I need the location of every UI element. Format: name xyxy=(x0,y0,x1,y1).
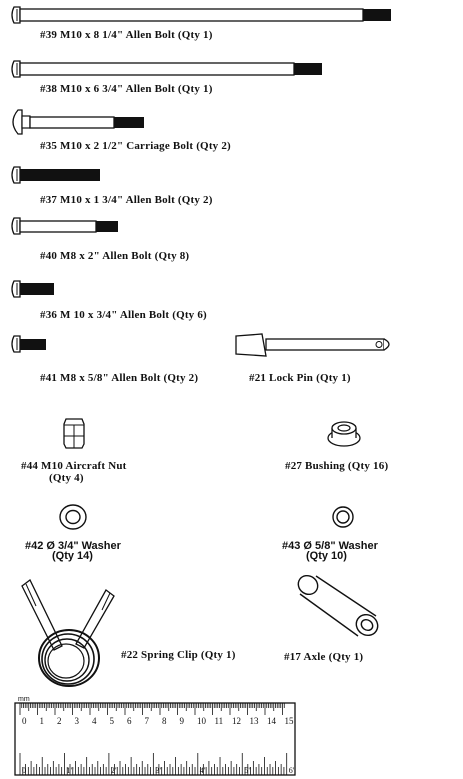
cm-label: 15 xyxy=(285,716,295,726)
part-label-43: #43 Ø 5/8" Washer xyxy=(282,540,378,552)
inch-label: 4" xyxy=(200,766,207,775)
bolt-39-icon xyxy=(11,6,391,24)
part-label-17: #17 Axle (Qty 1) xyxy=(284,651,364,663)
cm-label: 14 xyxy=(267,716,277,726)
bolt-41-icon xyxy=(11,335,46,353)
bolt-37-icon xyxy=(11,166,100,184)
inch-label: 3" xyxy=(155,766,162,775)
ruler-frame xyxy=(14,702,296,776)
inch-label: 6" xyxy=(289,766,296,775)
cm-label: 5 xyxy=(110,716,115,726)
spring-clip-22-icon xyxy=(21,579,115,687)
cm-label: 1 xyxy=(40,716,45,726)
cm-label: 0 xyxy=(22,716,27,726)
ruler-unit-mm: mm xyxy=(18,696,30,703)
washer-42-icon xyxy=(59,504,87,530)
inch-label: 1" xyxy=(66,766,73,775)
part-label-38: #38 M10 x 6 3/4" Allen Bolt (Qty 1) xyxy=(40,83,213,95)
part-label-37: #37 M10 x 1 3/4" Allen Bolt (Qty 2) xyxy=(40,194,213,206)
cm-label: 12 xyxy=(232,716,241,726)
axle-17-icon xyxy=(297,574,379,637)
part-qty-44: (Qty 4) xyxy=(49,472,84,484)
cm-label: 10 xyxy=(197,716,207,726)
part-label-42: #42 Ø 3/4" Washer xyxy=(25,540,121,552)
part-qty-42: (Qty 14) xyxy=(52,550,93,562)
cm-label: 9 xyxy=(180,716,185,726)
inch-label: 2" xyxy=(111,766,118,775)
lock-pin-21-icon xyxy=(235,333,390,357)
carriage-bolt-35-icon xyxy=(12,109,144,135)
bolt-36-icon xyxy=(11,280,54,298)
bolt-40-icon xyxy=(11,217,118,235)
cm-label: 3 xyxy=(75,716,80,726)
cm-label: 11 xyxy=(215,716,224,726)
part-label-44: #44 M10 Aircraft Nut xyxy=(21,460,127,472)
cm-label: 6 xyxy=(127,716,132,726)
part-label-41: #41 M8 x 5/8" Allen Bolt (Qty 2) xyxy=(40,372,199,384)
cm-label: 4 xyxy=(92,716,97,726)
inch-label: 5" xyxy=(244,766,251,775)
part-label-36: #36 M 10 x 3/4" Allen Bolt (Qty 6) xyxy=(40,309,207,321)
cm-label: 7 xyxy=(145,716,150,726)
washer-43-icon xyxy=(332,506,354,528)
part-label-35: #35 M10 x 2 1/2" Carriage Bolt (Qty 2) xyxy=(40,140,231,152)
part-label-39: #39 M10 x 8 1/4" Allen Bolt (Qty 1) xyxy=(40,29,213,41)
part-label-27: #27 Bushing (Qty 16) xyxy=(285,460,389,472)
cm-label: 2 xyxy=(57,716,62,726)
cm-label: 13 xyxy=(250,716,260,726)
part-label-21: #21 Lock Pin (Qty 1) xyxy=(249,372,351,384)
bushing-27-icon xyxy=(327,421,361,447)
bolt-38-icon xyxy=(11,60,322,78)
inch-label: 0 xyxy=(22,766,26,775)
aircraft-nut-44-icon xyxy=(63,418,85,449)
part-label-22: #22 Spring Clip (Qty 1) xyxy=(121,649,236,661)
cm-label: 8 xyxy=(162,716,167,726)
part-label-40: #40 M8 x 2" Allen Bolt (Qty 8) xyxy=(40,250,190,262)
part-qty-43: (Qty 10) xyxy=(306,550,347,562)
